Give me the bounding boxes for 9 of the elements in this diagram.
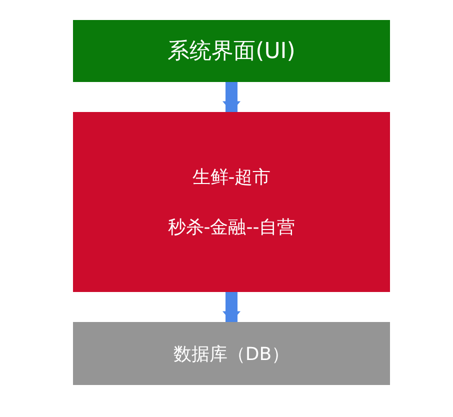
layer-label: 秒杀-金融--自营	[168, 216, 296, 239]
ui-layer-box	[73, 20, 390, 82]
business-layer-box	[73, 112, 390, 292]
layer-label: 生鲜-超市	[192, 166, 271, 189]
database-layer-box	[73, 322, 390, 385]
layer-label: 系统界面(UI)	[168, 38, 296, 66]
arrow	[222, 82, 240, 112]
layer-label: 数据库（DB）	[173, 342, 290, 366]
arrow	[222, 292, 240, 322]
